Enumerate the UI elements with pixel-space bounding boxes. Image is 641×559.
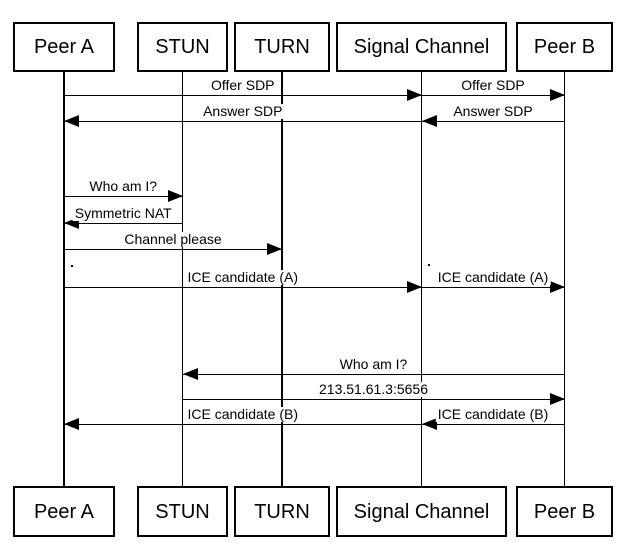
actor-box-stun-bottom: STUN <box>137 486 228 537</box>
arrowhead-icon-ice-candidate-b-signal-a <box>64 418 79 431</box>
message-label-offer-sdp-a-to-signal: Offer SDP <box>208 77 277 94</box>
message-line-answer-sdp-signal-to-a <box>64 121 422 122</box>
actor-label-peer-a-top: Peer A <box>33 36 95 58</box>
actor-box-turn-bottom: TURN <box>234 486 330 537</box>
message-line-channel-please-a-to-turn <box>64 249 282 250</box>
stray-dot-1 <box>71 265 73 267</box>
actor-label-turn-bottom: TURN <box>254 500 310 523</box>
message-line-offer-sdp-signal-to-b <box>421 95 565 96</box>
message-line-answer-sdp-b-to-signal <box>421 121 565 122</box>
message-line-symmetric-nat-stun-to-a <box>64 223 183 224</box>
actor-label-stun-bottom: STUN <box>155 500 210 523</box>
arrowhead-icon-who-am-i-b-to-stun <box>182 368 198 381</box>
arrowhead-icon-offer-sdp-signal-to-b <box>549 89 565 102</box>
message-label-symmetric-nat-stun-to-a: Symmetric NAT <box>72 205 174 222</box>
stray-dot-2 <box>428 264 430 266</box>
message-line-ice-candidate-b-to-signal <box>421 424 565 425</box>
lifeline-stun <box>181 72 184 486</box>
arrowhead-icon-channel-please-a-to-turn <box>267 243 282 256</box>
message-line-who-am-i-a-to-stun <box>64 196 183 197</box>
arrowhead-icon-answer-sdp-signal-to-a <box>64 115 79 128</box>
lifeline-peer-b <box>563 72 566 486</box>
arrowhead-icon-ice-candidate-a-to-signal <box>406 281 422 294</box>
message-line-ice-candidate-a-to-signal <box>64 287 422 288</box>
actor-label-peer-b-bottom: Peer B <box>533 500 596 523</box>
message-label-answer-sdp-signal-to-a: Answer SDP <box>201 103 285 120</box>
arrowhead-icon-who-am-i-a-to-stun <box>167 190 183 203</box>
message-label-ice-candidate-b-signal-a: ICE candidate (B) <box>185 406 300 423</box>
lifeline-peer-a <box>63 72 65 486</box>
actor-label-turn-top: TURN <box>254 36 310 58</box>
message-label-channel-please-a-to-turn: Channel please <box>122 231 224 248</box>
actor-label-signal-channel-bottom: Signal Channel <box>353 500 490 523</box>
actor-box-signal-channel-top: Signal Channel <box>336 22 507 72</box>
actor-box-stun-top: STUN <box>137 22 228 72</box>
actor-box-peer-a-bottom: Peer A <box>13 486 115 537</box>
message-line-ice-candidate-a-signal-b <box>421 287 565 288</box>
arrowhead-icon-stun-reply-ip-port <box>549 393 565 406</box>
arrowhead-icon-ice-candidate-b-to-signal <box>421 418 437 431</box>
message-label-ice-candidate-b-to-signal: ICE candidate (B) <box>435 406 551 423</box>
actor-label-signal-channel-top: Signal Channel <box>353 36 490 58</box>
lifeline-signal-channel <box>420 72 423 486</box>
message-line-stun-reply-ip-port <box>182 399 565 400</box>
message-label-answer-sdp-b-to-signal: Answer SDP <box>451 103 535 120</box>
message-label-ice-candidate-a-to-signal: ICE candidate (A) <box>185 269 300 286</box>
actor-label-peer-a-bottom: Peer A <box>33 500 95 523</box>
arrowhead-icon-answer-sdp-b-to-signal <box>421 115 437 128</box>
message-label-stun-reply-ip-port: 213.51.61.3:5656 <box>317 381 430 398</box>
arrowhead-icon-ice-candidate-a-signal-b <box>549 281 565 294</box>
actor-box-turn-top: TURN <box>234 22 330 72</box>
actor-box-peer-b-bottom: Peer B <box>516 486 613 537</box>
message-line-offer-sdp-a-to-signal <box>64 95 422 96</box>
actor-box-signal-channel-bottom: Signal Channel <box>336 486 507 537</box>
message-line-ice-candidate-b-signal-a <box>64 424 422 425</box>
message-line-who-am-i-b-to-stun <box>182 374 565 375</box>
message-label-who-am-i-a-to-stun: Who am I? <box>87 178 160 195</box>
message-label-who-am-i-b-to-stun: Who am I? <box>337 356 410 373</box>
message-label-offer-sdp-signal-to-b: Offer SDP <box>459 77 527 94</box>
message-label-ice-candidate-a-signal-b: ICE candidate (A) <box>435 269 551 286</box>
actor-label-stun-top: STUN <box>155 36 210 58</box>
arrowhead-icon-offer-sdp-a-to-signal <box>406 89 422 102</box>
actor-box-peer-b-top: Peer B <box>516 22 613 72</box>
actor-box-peer-a-top: Peer A <box>13 22 115 72</box>
actor-label-peer-b-top: Peer B <box>533 36 596 58</box>
